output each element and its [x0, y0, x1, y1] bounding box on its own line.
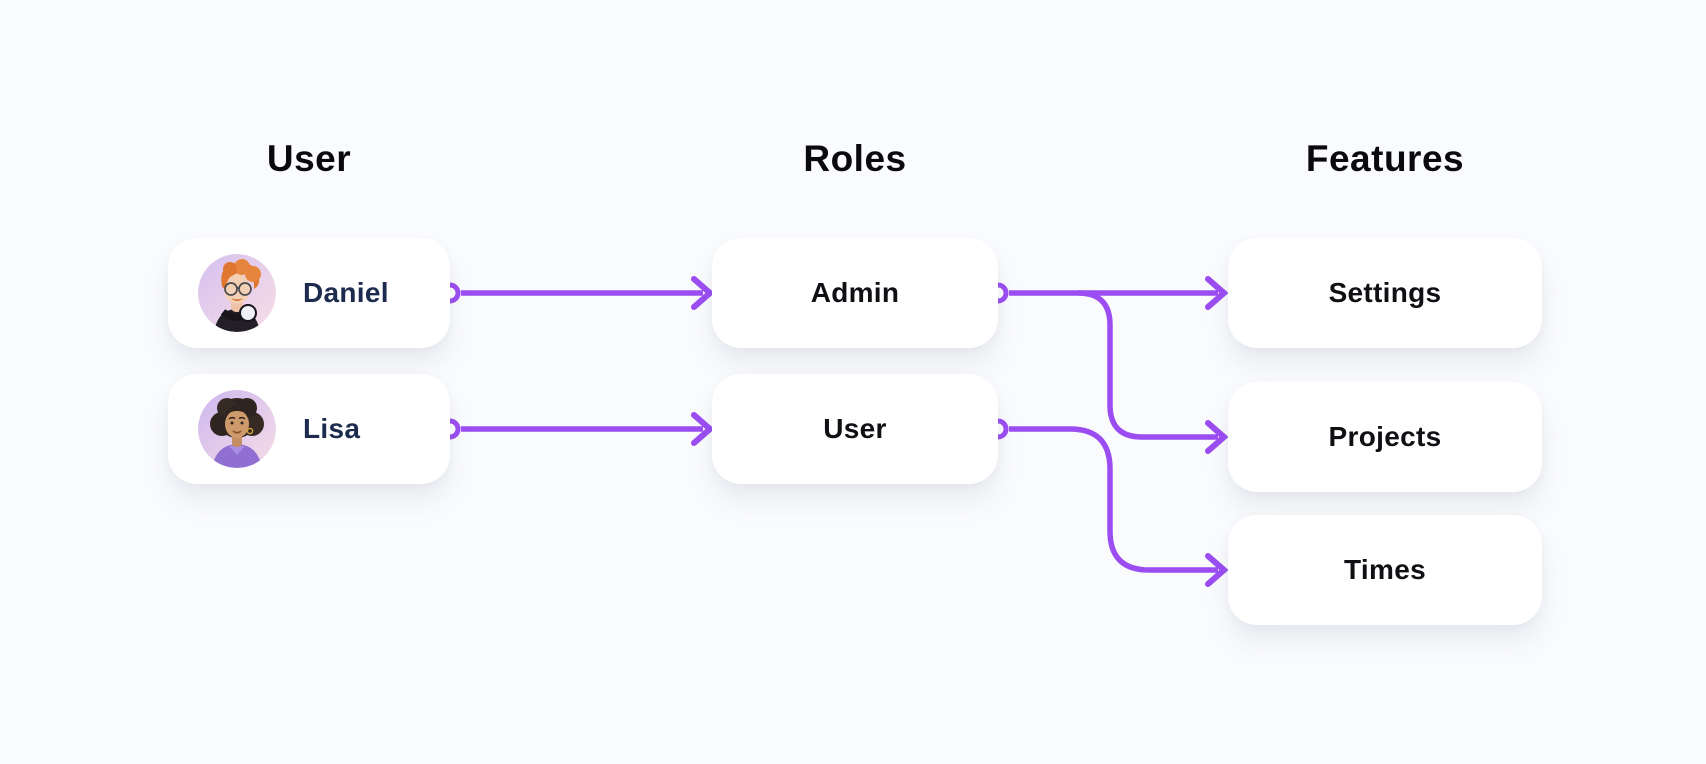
- user-card-daniel[interactable]: Daniel: [168, 238, 450, 348]
- edge-user-times: [1009, 426, 1218, 573]
- column-header-roles: Roles: [803, 138, 907, 179]
- avatar-lisa-icon: [198, 390, 276, 468]
- user-card-lisa[interactable]: Lisa: [168, 374, 450, 484]
- user-name: Daniel: [303, 277, 389, 308]
- role-card-user[interactable]: User: [712, 374, 998, 484]
- feature-label: Settings: [1328, 277, 1442, 308]
- arrowhead-lisa-user: [691, 412, 715, 446]
- role-label: User: [823, 413, 887, 444]
- arrowhead-admin-settings: [1205, 276, 1229, 310]
- role-label: Admin: [810, 277, 900, 308]
- column-header-user: User: [266, 138, 352, 179]
- edge-admin-projects: [1077, 290, 1218, 440]
- user-name: Lisa: [303, 413, 361, 444]
- role-card-admin[interactable]: Admin: [712, 238, 998, 348]
- feature-card-projects[interactable]: Projects: [1228, 382, 1542, 492]
- feature-label: Times: [1344, 554, 1426, 585]
- arrowhead-admin-projects: [1205, 420, 1229, 454]
- avatar-daniel-icon: [198, 254, 276, 332]
- feature-card-settings[interactable]: Settings: [1228, 238, 1542, 348]
- arrowhead-user-times: [1205, 553, 1229, 587]
- arrowhead-daniel-admin: [691, 276, 715, 310]
- feature-label: Projects: [1328, 421, 1442, 452]
- column-header-features: Features: [1305, 138, 1465, 179]
- feature-card-times[interactable]: Times: [1228, 515, 1542, 625]
